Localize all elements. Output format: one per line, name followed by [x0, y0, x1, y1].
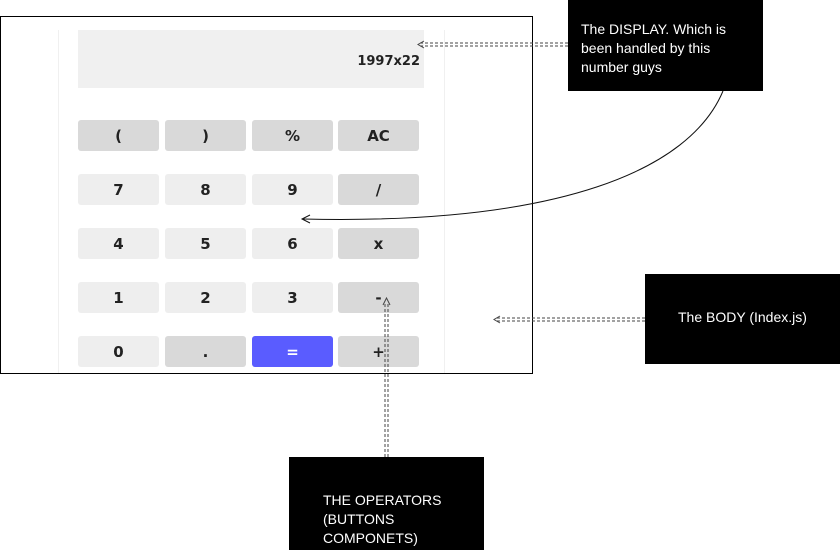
display-annotation: The DISPLAY. Which is been handled by th…	[568, 0, 763, 91]
digit-5-button[interactable]: 5	[165, 228, 246, 259]
digit-9-button[interactable]: 9	[252, 174, 333, 205]
body-annotation: The BODY (Index.js)	[645, 274, 840, 364]
digit-6-button[interactable]: 6	[252, 228, 333, 259]
decimal-button[interactable]: .	[165, 336, 246, 367]
add-button[interactable]: +	[338, 336, 419, 367]
digit-4-button[interactable]: 4	[78, 228, 159, 259]
close-paren-button[interactable]: )	[165, 120, 246, 151]
digit-1-button[interactable]: 1	[78, 282, 159, 313]
digit-7-button[interactable]: 7	[78, 174, 159, 205]
percent-button[interactable]: %	[252, 120, 333, 151]
keypad-curved-arrow	[300, 90, 724, 224]
digit-2-button[interactable]: 2	[165, 282, 246, 313]
operators-annotation: THE OPERATORS (BUTTONS COMPONETS)	[289, 457, 484, 550]
digit-3-button[interactable]: 3	[252, 282, 333, 313]
operators-pointer-arrow	[382, 296, 391, 457]
clear-button[interactable]: AC	[338, 120, 419, 151]
digit-8-button[interactable]: 8	[165, 174, 246, 205]
body-pointer-arrow	[493, 315, 645, 324]
digit-0-button[interactable]: 0	[78, 336, 159, 367]
divide-button[interactable]: /	[338, 174, 419, 205]
display-value: 1997x22	[357, 54, 420, 69]
multiply-button[interactable]: x	[338, 228, 419, 259]
subtract-button[interactable]: -	[338, 282, 419, 313]
display-pointer-arrow	[417, 40, 568, 49]
open-paren-button[interactable]: (	[78, 120, 159, 151]
equals-button[interactable]: =	[252, 336, 333, 367]
calculator-display: 1997x22	[78, 30, 424, 88]
